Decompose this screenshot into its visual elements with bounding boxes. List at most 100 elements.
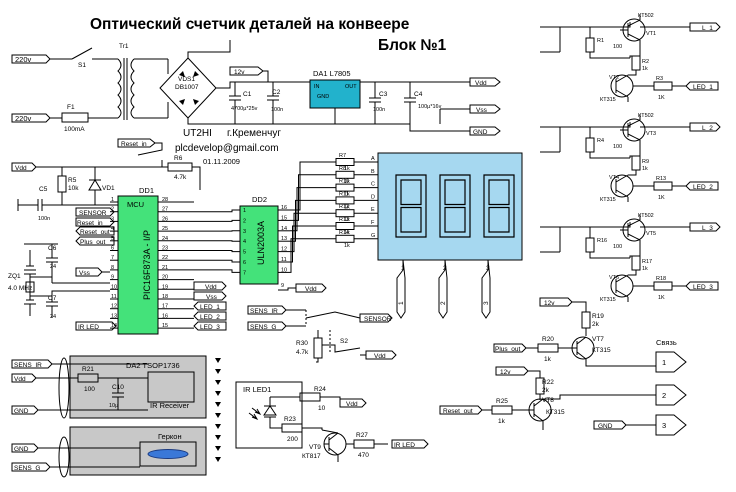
out-q2p: КТ315: [600, 297, 616, 303]
drv-right-pin: 12: [281, 247, 287, 253]
out-r1v: 100: [613, 144, 622, 150]
r30-value: 4.7k: [296, 349, 309, 356]
seg-letter: E: [371, 207, 375, 213]
seg-res-name: R14: [339, 230, 349, 236]
r6-value: 4.7k: [174, 174, 187, 181]
vds1-label: VDS1: [178, 76, 195, 83]
drv-pin9: 9: [281, 283, 284, 289]
out-r1: R1: [597, 38, 604, 44]
output-stages: R1100КТ502VT1L_1R21kVT2КТ315R31KLED_1R41…: [540, 13, 721, 303]
mcu-right-pin: 21: [162, 265, 168, 271]
seg-res-val: 1k: [344, 217, 350, 223]
drv-right-pin: 16: [281, 205, 287, 211]
mcu-left-pin: 9: [111, 275, 114, 281]
out-led: LED_3: [693, 284, 713, 291]
irled-title: IR LED1: [243, 385, 271, 394]
out-led: LED_1: [693, 84, 713, 91]
drv-right-pin: 14: [281, 226, 287, 232]
mcu-left-pin: 5: [111, 236, 114, 242]
digit-pin: 3: [486, 265, 490, 272]
reed-capsule: [147, 449, 189, 459]
link-gnd: GND: [598, 423, 613, 430]
tsop-block: DA2 TSOP1736 IR Receiver SENS_IR Vdd GND…: [11, 355, 207, 419]
r23-value: 200: [287, 436, 298, 443]
mcu-sig-reset-out: Reset_out: [80, 229, 110, 236]
mcu-left-pin: 10: [111, 284, 117, 290]
drv-left-pin: 1: [243, 208, 246, 214]
out-r3v: 1K: [658, 295, 665, 301]
seg-res-name: R8: [339, 166, 346, 172]
reg-gnd: GND: [317, 94, 329, 100]
c7-value: 24: [50, 314, 56, 320]
sw-vdd: Vdd: [374, 353, 386, 360]
r21-label: R21: [82, 366, 94, 373]
out-l: L_2: [702, 125, 713, 132]
tsop-vdd: Vdd: [14, 376, 26, 383]
author-call: UT2HI: [183, 128, 212, 139]
out-q2p: КТ315: [600, 197, 616, 203]
out-r3v: 1K: [658, 195, 665, 201]
r27-value: 470: [358, 452, 369, 459]
reg-in: IN: [314, 84, 320, 90]
tr1-label: Tr1: [119, 43, 129, 50]
out-r1: R4: [597, 138, 604, 144]
f1-label: F1: [67, 104, 75, 111]
mcu-part: PIC16F873A - I/P: [142, 230, 152, 300]
zq1-label: ZQ1: [8, 273, 21, 280]
power-supply: 220v 220v S1 F1 100mA Tr1 VDS1 DB1007 12…: [11, 40, 501, 136]
mcu-left-pin: 13: [111, 313, 117, 319]
seg-res-val: 1k: [344, 192, 350, 198]
s2-label: S2: [340, 338, 348, 345]
link-title: Связь: [656, 338, 677, 347]
vt7-label: VT7: [592, 336, 604, 343]
mcu-body: [117, 195, 159, 335]
mcu-right-led1: LED_1: [200, 304, 220, 311]
out-r2: R2: [642, 59, 649, 65]
mcu-right-pin: 24: [162, 236, 168, 242]
seg-letter: F: [371, 220, 375, 226]
mcu-right-led3: LED_3: [200, 324, 220, 331]
r22-value: 2k: [542, 387, 550, 394]
out-r3: R18: [656, 276, 666, 282]
ir-led-block: IR LED1 R24 10 Vdd R23 200 VT9 КТ817 R27…: [235, 381, 429, 462]
out-q1: VT3: [646, 131, 656, 137]
seg-res-name: R7: [339, 153, 346, 159]
seg-letter: A: [371, 156, 375, 162]
out-q1p: КТ502: [638, 13, 654, 19]
c3-value: 100n: [373, 107, 385, 113]
mcu-left-pin: 4: [111, 226, 114, 232]
seg-letter: C: [371, 182, 375, 188]
mcu-right-pin: 26: [162, 216, 168, 222]
mcu-right-pin: 15: [162, 323, 168, 329]
seg-res-name: R11: [339, 191, 349, 197]
mcu-right-pin: 18: [162, 294, 168, 300]
vt7-part: КТ315: [592, 347, 611, 354]
sw-sens-g: SENS_G: [250, 324, 276, 331]
vt8-part: КТ315: [546, 409, 565, 416]
out-r2v: 1k: [642, 266, 648, 272]
link-12v: 12v: [544, 300, 555, 307]
digit-pin-rot: 3: [483, 301, 490, 305]
r19-value: 2k: [592, 321, 600, 328]
mcu-sig-plus-out: Plus_out: [80, 239, 105, 246]
out-r2: R17: [642, 259, 652, 265]
drv-right-pin: 10: [281, 267, 287, 273]
author-date: 01.11.2009: [203, 157, 240, 166]
c10-label: C10: [112, 384, 124, 391]
out-q2: VT4: [609, 175, 619, 181]
out-q2: VT6: [609, 275, 619, 281]
link-pin3: 3: [662, 421, 666, 430]
drv-left-pin: 4: [243, 239, 246, 245]
s1-label: S1: [78, 62, 86, 69]
link-pin2: 2: [662, 391, 666, 400]
mcu-right-pin: 20: [162, 275, 168, 281]
out-q1: VT5: [646, 231, 656, 237]
reed-sens-g: SENS_G: [14, 465, 40, 472]
drv-part: ULN2003A: [256, 221, 266, 265]
c6-value: 24: [50, 264, 56, 270]
out-r1v: 100: [613, 44, 622, 50]
r20-value: 1k: [544, 356, 552, 363]
drv-vdd: Vdd: [305, 286, 317, 293]
seg-res-val: 1k: [344, 179, 350, 185]
link-reset-out: Reset_out: [443, 408, 473, 415]
